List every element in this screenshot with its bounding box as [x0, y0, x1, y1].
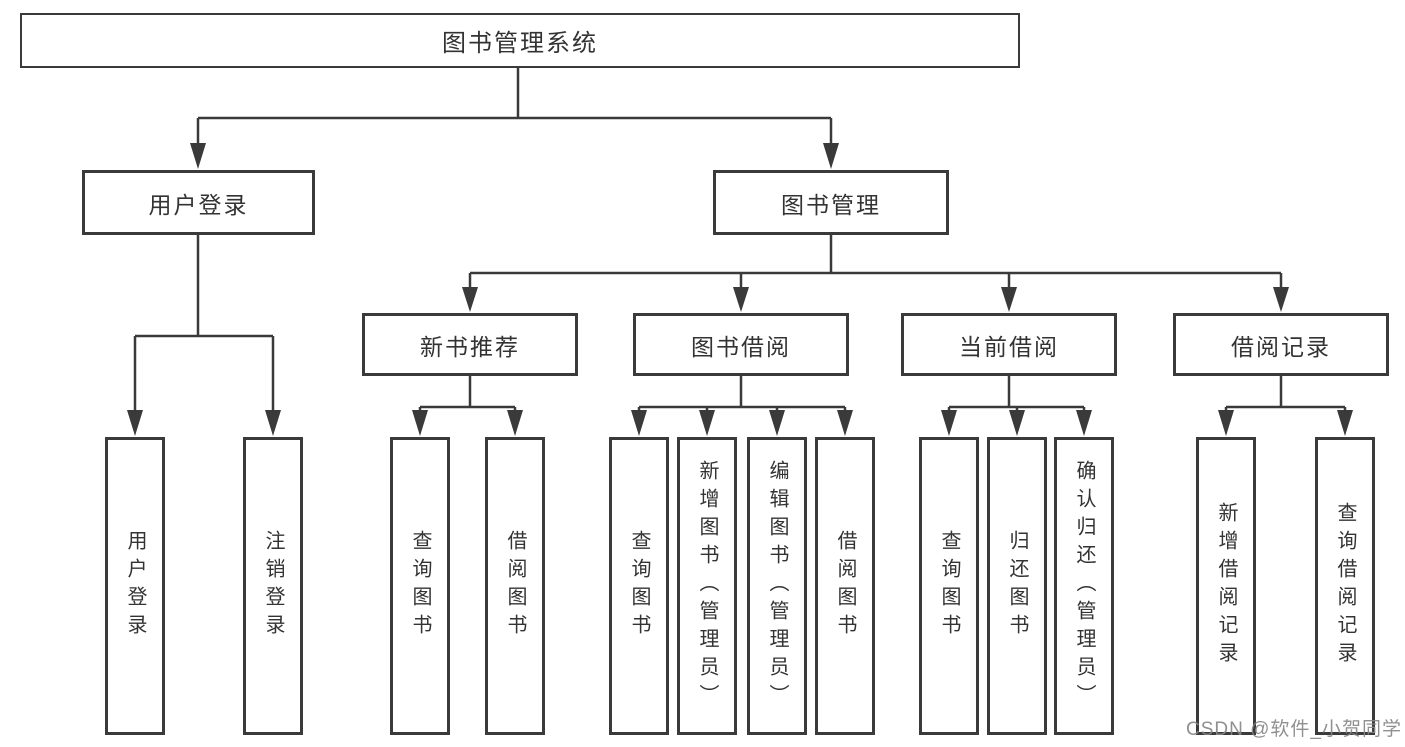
node-new-book-recommend: 新书推荐: [362, 313, 578, 376]
node-label: 归还图书: [1006, 530, 1028, 642]
node-label: 新书推荐: [420, 333, 520, 360]
node-leaf-query-borrow-record: 查询借阅记录: [1315, 437, 1375, 735]
node-leaf-logout: 注销登录: [243, 437, 303, 735]
node-leaf-user-login: 用户登录: [105, 437, 165, 735]
node-label: 图书管理: [781, 191, 881, 218]
node-current-borrowing: 当前借阅: [901, 313, 1117, 376]
node-label: 新增图书（管理员）: [696, 460, 718, 712]
node-leaf-add-book-admin: 新增图书（管理员）: [677, 437, 737, 735]
node-label: 新增借阅记录: [1215, 502, 1237, 670]
node-label: 查询图书: [409, 530, 431, 642]
node-label: 图书管理系统: [442, 30, 598, 57]
node-leaf-return-book: 归还图书: [987, 437, 1047, 735]
node-leaf-borrow-book: 借阅图书: [815, 437, 875, 735]
node-leaf-confirm-return-admin: 确认归还（管理员）: [1054, 437, 1114, 735]
node-label: 当前借阅: [959, 333, 1059, 360]
node-user-login: 用户登录: [82, 170, 315, 235]
node-label: 查询图书: [628, 530, 650, 642]
node-library-management-system: 图书管理系统: [20, 13, 1020, 68]
node-label: 用户登录: [124, 530, 146, 642]
node-book-borrowing: 图书借阅: [633, 313, 849, 376]
node-label: 图书借阅: [691, 333, 791, 360]
node-book-management: 图书管理: [713, 170, 949, 235]
node-label: 查询借阅记录: [1334, 502, 1356, 670]
node-leaf-query-book-current: 查询图书: [919, 437, 979, 735]
node-leaf-query-book-borrowing: 查询图书: [609, 437, 669, 735]
node-label: 注销登录: [262, 530, 284, 642]
node-leaf-edit-book-admin: 编辑图书（管理员）: [747, 437, 807, 735]
node-leaf-query-book-recommend: 查询图书: [390, 437, 450, 735]
node-label: 查询图书: [938, 530, 960, 642]
node-label: 确认归还（管理员）: [1073, 460, 1095, 712]
node-label: 借阅记录: [1231, 333, 1331, 360]
node-label: 借阅图书: [504, 530, 526, 642]
node-label: 借阅图书: [834, 530, 856, 642]
csdn-watermark: CSDN @软件_小贺同学: [1186, 719, 1402, 740]
node-label: 编辑图书（管理员）: [766, 460, 788, 712]
arrowheads: [127, 143, 1353, 436]
node-label: 用户登录: [148, 191, 249, 218]
node-leaf-borrow-book-recommend: 借阅图书: [485, 437, 545, 735]
node-borrowing-records: 借阅记录: [1173, 313, 1389, 376]
node-leaf-add-borrow-record: 新增借阅记录: [1196, 437, 1256, 735]
